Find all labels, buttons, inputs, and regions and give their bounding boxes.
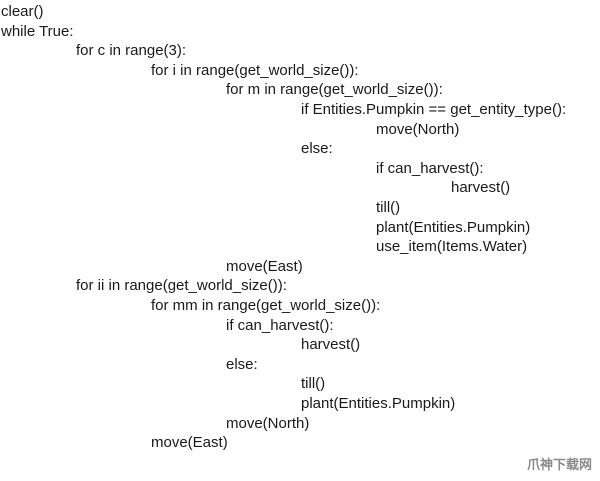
code-line: while True: xyxy=(1,22,74,40)
code-line: clear() xyxy=(1,3,44,20)
code-line: for i in range(get_world_size()): xyxy=(151,61,359,79)
code-line: for ii in range(get_world_size()): xyxy=(76,277,287,295)
code-line: else: xyxy=(301,140,333,158)
code-line: harvest() xyxy=(451,179,511,197)
code-line: for c in range(3): xyxy=(76,42,187,60)
code-line: if can_harvest(): xyxy=(226,316,334,334)
code-line: move(North) xyxy=(226,414,310,432)
code-line: plant(Entities.Pumpkin) xyxy=(301,395,456,412)
code-line: if Entities.Pumpkin == get_entity_type()… xyxy=(301,101,567,118)
code-line: till() xyxy=(301,375,326,393)
code-line: else: xyxy=(226,355,258,373)
code-line: for m in range(get_world_size()): xyxy=(226,81,443,99)
watermark: 爪神下载网 xyxy=(526,458,592,473)
code-line: harvest() xyxy=(301,336,361,354)
code-line: plant(Entities.Pumpkin) xyxy=(376,218,531,236)
code-line: for mm in range(get_world_size()): xyxy=(151,297,381,314)
code-line: till() xyxy=(376,199,401,216)
code-line: use_item(Items.Water) xyxy=(376,238,528,256)
code-line: move(North) xyxy=(376,120,460,138)
code-line: move(East) xyxy=(226,257,303,275)
code-line: if can_harvest(): xyxy=(376,159,484,177)
code-line: move(East) xyxy=(151,434,228,452)
